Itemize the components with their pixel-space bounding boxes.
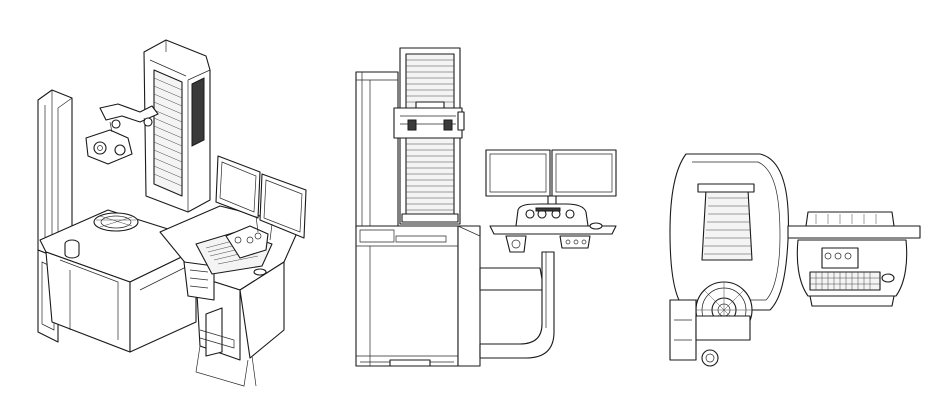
side-support bbox=[200, 308, 234, 356]
scanner-arm bbox=[86, 104, 158, 164]
front-view bbox=[330, 0, 630, 401]
isometric-drawing bbox=[0, 0, 330, 401]
main-column bbox=[394, 48, 464, 224]
rear-column bbox=[144, 40, 210, 212]
monitors bbox=[216, 156, 306, 240]
gantry bbox=[698, 184, 754, 260]
front-drawing bbox=[330, 0, 630, 401]
pedestal bbox=[480, 252, 554, 358]
front-unit bbox=[670, 300, 750, 366]
side-column bbox=[356, 72, 398, 228]
top-view bbox=[630, 0, 926, 401]
base-platform bbox=[40, 210, 196, 352]
console-desk bbox=[490, 204, 616, 252]
lower-cabinet bbox=[356, 226, 480, 366]
top-drawing bbox=[630, 0, 926, 401]
console bbox=[788, 212, 920, 306]
isometric-view bbox=[0, 0, 330, 401]
monitors bbox=[486, 150, 616, 204]
